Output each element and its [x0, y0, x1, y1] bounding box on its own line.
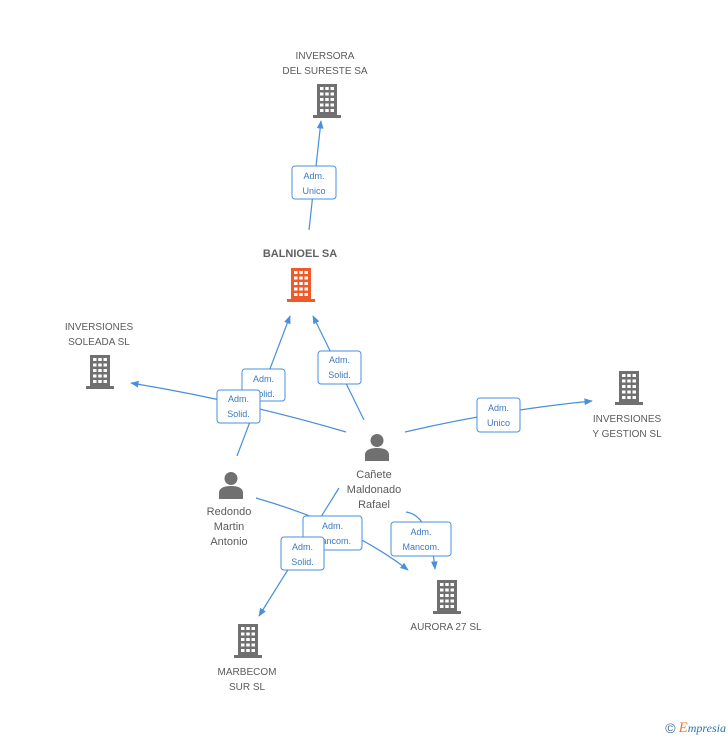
node-label-line: Cañete — [356, 469, 391, 481]
node-label-line: INVERSORA — [296, 51, 355, 62]
edge-label-line: Unico — [302, 186, 325, 196]
edge-label-line: Solid. — [291, 557, 314, 567]
building-icon — [615, 371, 643, 405]
node-canete-maldonado-rafael[interactable]: Cañete Maldonado Rafael — [347, 434, 401, 511]
person-icon — [365, 434, 389, 461]
node-label-line: Martin — [214, 521, 245, 533]
node-redondo-martin-antonio[interactable]: Redondo Martin Antonio — [207, 472, 252, 548]
building-icon — [86, 355, 114, 389]
edge-label-line: Adm. — [303, 171, 324, 181]
node-inversora-del-sureste-sa[interactable]: INVERSORA DEL SURESTE SA — [282, 51, 368, 118]
edge-label-balnioel-inversora: Adm. Unico — [291, 165, 337, 200]
copyright-icon: © — [665, 720, 676, 736]
building-icon — [313, 84, 341, 118]
edge-label-line: Unico — [487, 418, 510, 428]
edge-label-line: Adm. — [488, 403, 509, 413]
node-balnioel-sa[interactable]: BALNIOEL SA — [263, 248, 337, 302]
edge-label-canete-gestion: Adm. Unico — [476, 397, 521, 433]
edge-label-line: Adm. — [322, 521, 343, 531]
node-label-line: DEL SURESTE SA — [282, 66, 368, 77]
node-label-line: Rafael — [358, 499, 390, 511]
edge-label-canete-balnioel: Adm. Solid. — [317, 350, 362, 385]
edge-label-canete-soleada: Adm. Solid. — [216, 389, 261, 424]
node-label-line: Y GESTION SL — [592, 429, 662, 440]
node-marbecom-sur-sl[interactable]: MARBECOM SUR SL — [218, 624, 277, 693]
edge-label-line: Mancom. — [314, 536, 351, 546]
node-label-line: BALNIOEL SA — [263, 248, 337, 260]
node-label-line: AURORA 27 SL — [410, 622, 482, 633]
edge-label-canete-aurora: Adm. Mancom. — [390, 521, 452, 557]
node-label-line: Redondo — [207, 506, 252, 518]
node-label-line: INVERSIONES — [65, 322, 134, 333]
person-icon — [219, 472, 243, 499]
building-icon — [234, 624, 262, 658]
node-inversiones-soleada-sl[interactable]: INVERSIONES SOLEADA SL — [65, 322, 134, 389]
edge-label-line: Adm. — [253, 374, 274, 384]
edge-label-canete-marbecom: Adm. Solid. — [280, 536, 325, 571]
node-label-line: SUR SL — [229, 682, 266, 693]
edge-label-line: Adm. — [410, 527, 431, 537]
edge-label-line: Adm. — [292, 542, 313, 552]
empresia-footer: © Empresia — [665, 719, 726, 737]
node-label-line: MARBECOM — [218, 667, 277, 678]
empresia-logo-link[interactable]: Empresia — [678, 720, 726, 736]
node-label-line: SOLEADA SL — [68, 337, 130, 348]
edge-label-line: Adm. — [228, 394, 249, 404]
edge-label-line: Solid. — [227, 409, 250, 419]
edge-labels: Adm. Unico Adm. Solid. Adm. Solid. Adm. … — [216, 165, 521, 571]
edge-label-line: Solid. — [252, 389, 275, 399]
edge-label-line: Solid. — [328, 370, 351, 380]
node-label-line: INVERSIONES — [593, 414, 662, 425]
building-icon — [287, 268, 315, 302]
node-label-line: Maldonado — [347, 484, 401, 496]
node-inversiones-y-gestion-sl[interactable]: INVERSIONES Y GESTION SL — [592, 371, 662, 440]
node-aurora-27-sl[interactable]: AURORA 27 SL — [410, 580, 482, 633]
node-label-line: Antonio — [210, 536, 247, 548]
edge-label-line: Mancom. — [402, 542, 439, 552]
edge-label-line: Adm. — [329, 355, 350, 365]
building-icon — [433, 580, 461, 614]
